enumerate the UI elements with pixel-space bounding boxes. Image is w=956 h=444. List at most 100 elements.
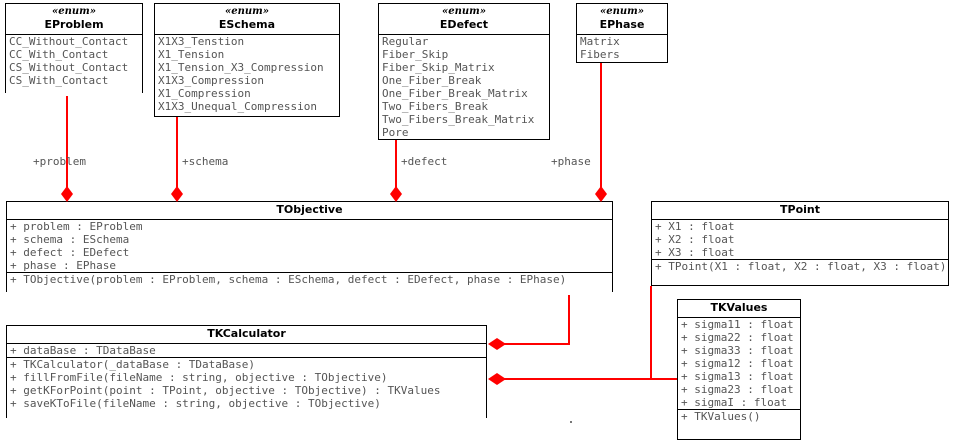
enum-literal: Pore bbox=[382, 126, 409, 139]
class-name-tobjective: TObjective bbox=[276, 203, 343, 216]
attributes-compartment-eschema: X1X3_Tenstion X1_Tension X1_Tension_X3_C… bbox=[155, 35, 339, 113]
class-name-tpoint: TPoint bbox=[780, 203, 820, 216]
association-line-schema bbox=[176, 117, 178, 193]
operation-row: + TKValues() bbox=[681, 410, 761, 423]
association-line-problem bbox=[66, 93, 68, 193]
operation-row: + TPoint(X1 : float, X2 : float, X3 : fl… bbox=[655, 260, 947, 273]
stereotype-enum: «enum» bbox=[600, 6, 644, 17]
compartment-padding bbox=[7, 410, 486, 419]
attribute-row: + sigma22 : float bbox=[681, 331, 794, 344]
enum-literal: Regular bbox=[382, 35, 429, 48]
enum-literal: One_Fiber_Break bbox=[382, 74, 482, 87]
class-box-tpoint[interactable]: TPoint + X1 : float + X2 : float + X3 : … bbox=[651, 201, 949, 286]
enum-literal: CC_Without_Contact bbox=[9, 35, 129, 48]
enum-literal: Two_Fibers_Break_Matrix bbox=[382, 113, 535, 126]
operations-compartment-tpoint: + TPoint(X1 : float, X2 : float, X3 : fl… bbox=[652, 259, 948, 282]
enum-literal: CS_Without_Contact bbox=[9, 61, 129, 74]
enum-literal: Fiber_Skip bbox=[382, 48, 449, 61]
enum-literal: X1X3_Tenstion bbox=[158, 35, 245, 48]
attribute-row: + sigma23 : float bbox=[681, 383, 794, 396]
class-header-tkcalculator: TKCalculator bbox=[7, 326, 486, 344]
attribute-row: + schema : ESchema bbox=[10, 233, 130, 246]
stereotype-enum: «enum» bbox=[225, 6, 269, 17]
attribute-row: + problem : EProblem bbox=[10, 220, 143, 233]
association-line-tpoint-vertical bbox=[650, 286, 652, 380]
class-box-tkvalues[interactable]: TKValues + sigma11 : float + sigma22 : f… bbox=[677, 299, 801, 440]
enum-literal: Fiber_Skip_Matrix bbox=[382, 61, 495, 74]
attribute-row: + sigma12 : float bbox=[681, 357, 794, 370]
class-header-tkvalues: TKValues bbox=[678, 300, 800, 318]
operation-row: + TKCalculator(_dataBase : TDataBase) bbox=[10, 358, 256, 371]
enum-literal: X1X3_Compression bbox=[158, 74, 264, 87]
enum-literal: X1_Compression bbox=[158, 87, 251, 100]
attribute-row: + X1 : float bbox=[655, 220, 735, 233]
stereotype-enum: «enum» bbox=[442, 6, 486, 17]
association-line-tpoint-horizontal bbox=[496, 378, 652, 380]
class-header-ephase: «enum» EPhase bbox=[577, 4, 667, 35]
compartment-padding bbox=[6, 87, 142, 96]
association-label-problem: +problem bbox=[33, 155, 86, 168]
association-line-objective-vertical bbox=[568, 292, 570, 345]
operation-row: + getKForPoint(point : TPoint, objective… bbox=[10, 384, 441, 397]
attribute-row: + defect : EDefect bbox=[10, 246, 130, 259]
class-name-eschema: ESchema bbox=[218, 18, 276, 31]
class-box-edefect[interactable]: «enum» EDefect Regular Fiber_Skip Fiber_… bbox=[378, 3, 550, 140]
enum-literal: Two_Fibers_Break bbox=[382, 100, 488, 113]
compartment-padding bbox=[678, 423, 800, 432]
class-header-edefect: «enum» EDefect bbox=[379, 4, 549, 35]
attributes-compartment-tkcalculator: + dataBase : TDataBase bbox=[7, 344, 486, 357]
class-box-eschema[interactable]: «enum» ESchema X1X3_Tenstion X1_Tension … bbox=[154, 3, 340, 117]
operation-row: + fillFromFile(fileName : string, object… bbox=[10, 371, 388, 384]
attributes-compartment-edefect: Regular Fiber_Skip Fiber_Skip_Matrix One… bbox=[379, 35, 549, 139]
class-box-tkcalculator[interactable]: TKCalculator + dataBase : TDataBase + TK… bbox=[6, 325, 487, 419]
attribute-row: + phase : EPhase bbox=[10, 259, 116, 272]
attribute-row: + sigmaI : float bbox=[681, 396, 787, 409]
class-box-eproblem[interactable]: «enum» EProblem CC_Without_Contact CC_Wi… bbox=[5, 3, 143, 96]
enum-literal: Fibers bbox=[580, 48, 620, 61]
operation-row: + TObjective(problem : EProblem, schema … bbox=[10, 273, 567, 286]
association-line-tkvalues bbox=[650, 378, 678, 380]
attributes-compartment-tobjective: + problem : EProblem + schema : ESchema … bbox=[7, 220, 612, 272]
stereotype-enum: «enum» bbox=[52, 6, 96, 17]
attribute-row: + sigma13 : float bbox=[681, 370, 794, 383]
enum-literal: One_Fiber_Break_Matrix bbox=[382, 87, 528, 100]
enum-literal: Matrix bbox=[580, 35, 620, 48]
operations-compartment-tobjective: + TObjective(problem : EProblem, schema … bbox=[7, 272, 612, 295]
class-header-tpoint: TPoint bbox=[652, 202, 948, 220]
render-artifact-dot bbox=[570, 421, 572, 423]
attribute-row: + X3 : float bbox=[655, 246, 735, 259]
class-box-ephase[interactable]: «enum» EPhase Matrix Fibers bbox=[576, 3, 668, 63]
operations-compartment-tkcalculator: + TKCalculator(_dataBase : TDataBase) + … bbox=[7, 357, 486, 419]
operations-compartment-tkvalues: + TKValues() bbox=[678, 409, 800, 432]
attribute-row: + sigma11 : float bbox=[681, 318, 794, 331]
class-header-tobjective: TObjective bbox=[7, 202, 612, 220]
enum-literal: X1_Tension bbox=[158, 48, 225, 61]
association-label-schema: +schema bbox=[182, 155, 229, 168]
association-line-phase bbox=[600, 63, 602, 193]
class-header-eschema: «enum» ESchema bbox=[155, 4, 339, 35]
association-line-defect bbox=[395, 140, 397, 193]
class-name-eproblem: EProblem bbox=[44, 18, 104, 31]
compartment-padding bbox=[652, 273, 948, 282]
enum-literal: X1X3_Unequal_Compression bbox=[158, 100, 317, 113]
association-label-phase: +phase bbox=[551, 155, 591, 168]
association-label-defect: +defect bbox=[401, 155, 448, 168]
attributes-compartment-tkvalues: + sigma11 : float + sigma22 : float + si… bbox=[678, 318, 800, 409]
class-name-tkvalues: TKValues bbox=[710, 301, 768, 314]
class-header-eproblem: «enum» EProblem bbox=[6, 4, 142, 35]
attributes-compartment-tpoint: + X1 : float + X2 : float + X3 : float bbox=[652, 220, 948, 259]
attributes-compartment-eproblem: CC_Without_Contact CC_With_Contact CS_Wi… bbox=[6, 35, 142, 96]
operation-row: + saveKToFile(fileName : string, objecti… bbox=[10, 397, 381, 410]
attribute-row: + sigma33 : float bbox=[681, 344, 794, 357]
class-name-edefect: EDefect bbox=[439, 18, 489, 31]
attribute-row: + X2 : float bbox=[655, 233, 735, 246]
enum-literal: CS_With_Contact bbox=[9, 74, 109, 87]
class-box-tobjective[interactable]: TObjective + problem : EProblem + schema… bbox=[6, 201, 613, 295]
class-name-tkcalculator: TKCalculator bbox=[207, 327, 286, 340]
attributes-compartment-ephase: Matrix Fibers bbox=[577, 35, 667, 61]
enum-literal: X1_Tension_X3_Compression bbox=[158, 61, 324, 74]
compartment-padding bbox=[7, 286, 612, 295]
association-line-objective-horizontal bbox=[496, 343, 570, 345]
class-name-ephase: EPhase bbox=[599, 18, 645, 31]
